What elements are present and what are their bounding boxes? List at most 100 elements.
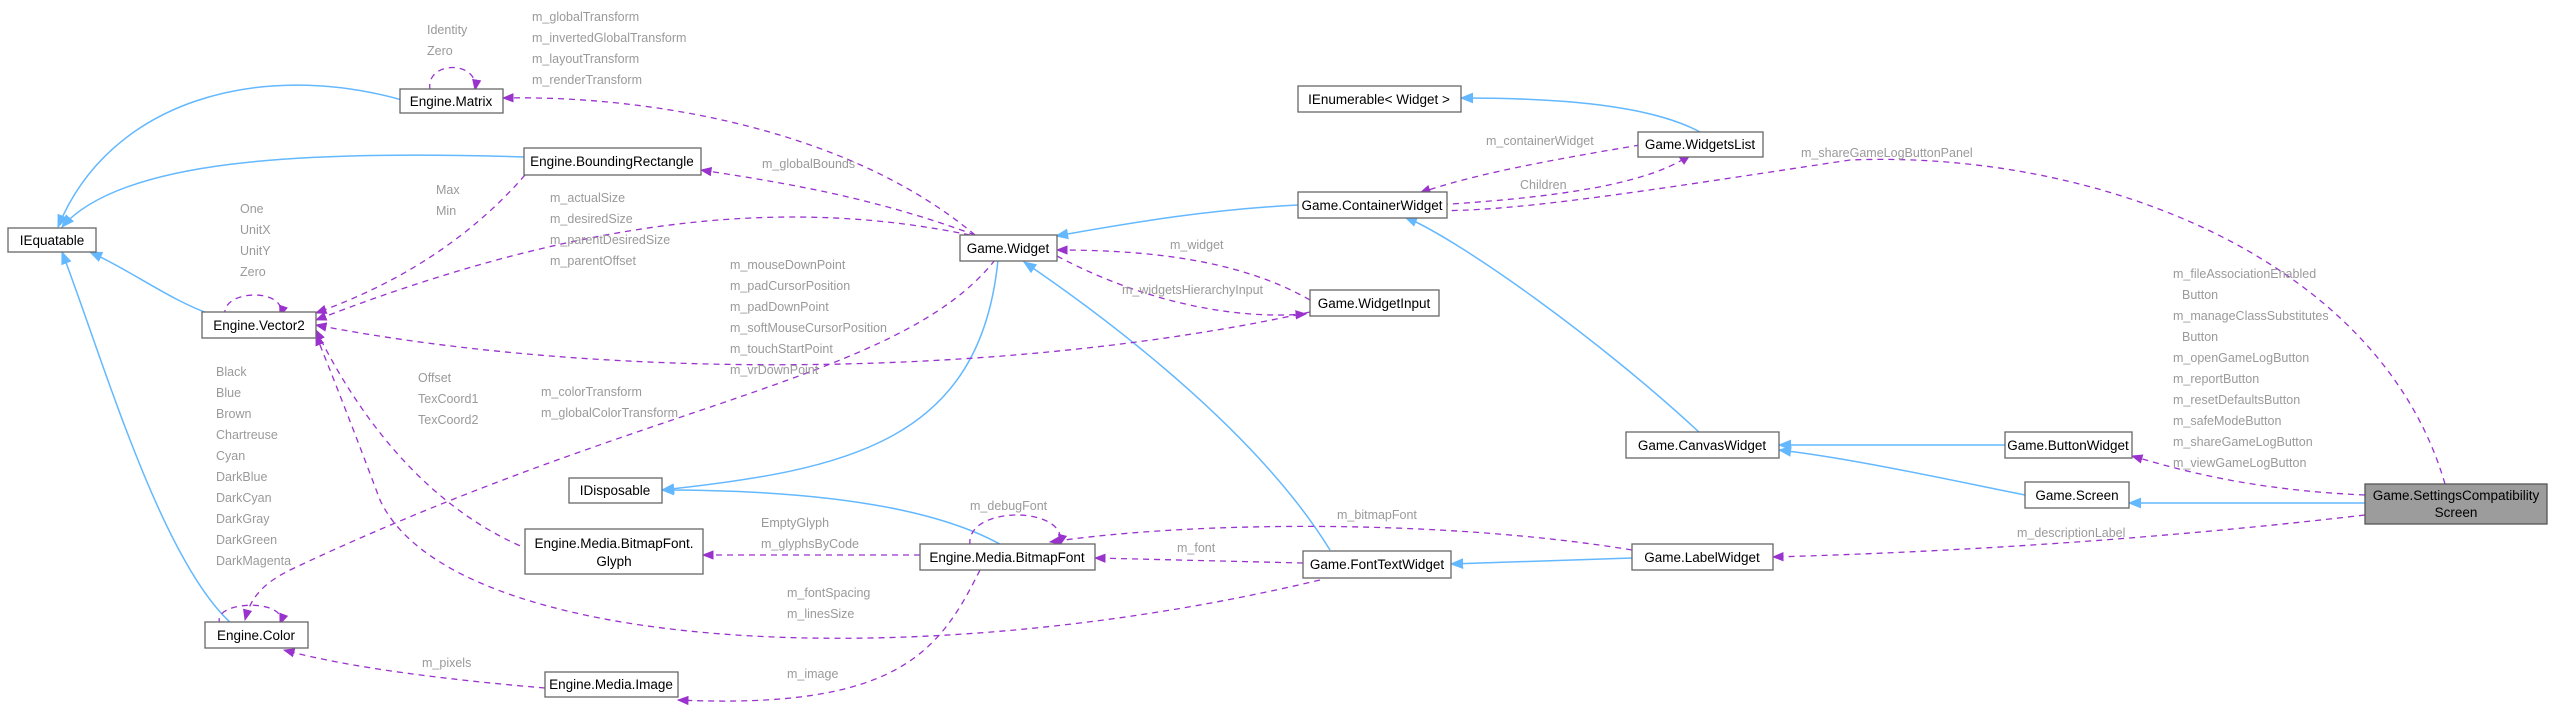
edge-label: m_debugFont [970, 499, 1048, 513]
edge-widgetslist-ienumerable [1459, 92, 1701, 133]
svg-text:Game.LabelWidget: Game.LabelWidget [1644, 550, 1760, 565]
node-engine-color[interactable]: Engine.Color [204, 621, 309, 649]
svg-text:Game.Screen: Game.Screen [2035, 488, 2118, 503]
edge-label: DarkCyan [216, 491, 272, 505]
svg-text:Engine.Color: Engine.Color [217, 628, 296, 643]
edge-label: m_reportButton [2173, 372, 2259, 386]
svg-text:IEquatable: IEquatable [20, 233, 85, 248]
inheritance-edges [57, 84, 2365, 625]
svg-text:Game.WidgetsList: Game.WidgetsList [1645, 137, 1756, 152]
svg-text:Game.ButtonWidget: Game.ButtonWidget [2007, 438, 2129, 453]
edge-container-widgetslist [1419, 154, 1691, 207]
edge-label: DarkBlue [216, 470, 267, 484]
edge-label: m_parentOffset [550, 254, 636, 268]
edge-label: Blue [216, 386, 241, 400]
edge-label: Black [216, 365, 247, 379]
edge-labels: Identity Zero m_globalTransform m_invert… [216, 10, 2329, 681]
edge-bitmapfont-self [969, 514, 1068, 547]
node-game-buttonwidget[interactable]: Game.ButtonWidget [2004, 431, 2133, 459]
edge-label: m_shareGameLogButtonPanel [1801, 146, 1973, 160]
edge-label: DarkMagenta [216, 554, 291, 568]
edge-label: m_colorTransform [541, 385, 642, 399]
node-game-widget[interactable]: Game.Widget [959, 234, 1058, 262]
svg-text:Game.ContainerWidget: Game.ContainerWidget [1301, 198, 1442, 213]
edge-label: m_image [787, 667, 838, 681]
node-game-canvaswidget[interactable]: Game.CanvasWidget [1625, 431, 1780, 459]
svg-text:IEnumerable< Widget >: IEnumerable< Widget > [1308, 92, 1450, 107]
edge-label: m_padCursorPosition [730, 279, 850, 293]
edge-label: m_descriptionLabel [2017, 526, 2125, 540]
edge-label: m_glyphsByCode [761, 537, 859, 551]
node-game-fonttextwidget[interactable]: Game.FontTextWidget [1302, 550, 1452, 579]
edge-label: Cyan [216, 449, 245, 463]
svg-text:Game.SettingsCompatibility: Game.SettingsCompatibility [2373, 488, 2540, 503]
node-game-screen[interactable]: Game.Screen [2024, 481, 2130, 509]
edge-label: m_widgetsHierarchyInput [1122, 283, 1264, 297]
edge-label: Button [2182, 288, 2218, 302]
edge-color-iequatable [61, 250, 233, 625]
svg-text:Engine.BoundingRectangle: Engine.BoundingRectangle [530, 154, 694, 169]
edge-bitmapfont-idisposable [660, 484, 1011, 551]
node-idisposable[interactable]: IDisposable [568, 477, 663, 504]
node-engine-media-image[interactable]: Engine.Media.Image [544, 671, 679, 698]
node-engine-bitmapfont-glyph[interactable]: Engine.Media.BitmapFont. Glyph [524, 528, 704, 575]
edge-widgetinput-vector2 [314, 311, 1311, 366]
edge-label: Zero [427, 44, 453, 58]
edge-label: m_parentDesiredSize [550, 233, 670, 247]
edge-label: m_manageClassSubstitutes [2173, 309, 2329, 323]
node-game-labelwidget[interactable]: Game.LabelWidget [1631, 543, 1774, 571]
svg-text:Game.CanvasWidget: Game.CanvasWidget [1638, 438, 1767, 453]
node-game-widgetinput[interactable]: Game.WidgetInput [1309, 289, 1440, 317]
edge-bitmapfont-image [676, 569, 981, 706]
edge-label: m_globalColorTransform [541, 406, 678, 420]
edge-canvas-container [1403, 216, 1701, 434]
edge-image-color [282, 648, 546, 689]
edge-fonttext-widget [1022, 261, 1331, 551]
edge-label: m_globalBounds [762, 157, 855, 171]
edge-label: m_bitmapFont [1337, 508, 1417, 522]
node-engine-matrix[interactable]: Engine.Matrix [399, 88, 504, 114]
edge-label: m_openGameLogButton [2173, 351, 2309, 365]
edge-label: Children [1520, 178, 1567, 192]
edge-widget-boundingrect [699, 166, 976, 236]
edge-widgetslist-container [1418, 144, 1641, 194]
edge-label: Max [436, 183, 460, 197]
svg-text:Game.Widget: Game.Widget [967, 241, 1050, 256]
edge-widgetinput-widget [1055, 245, 1311, 301]
edge-label: m_layoutTransform [532, 52, 639, 66]
edge-label: EmptyGlyph [761, 516, 829, 530]
svg-text:IDisposable: IDisposable [580, 483, 651, 498]
edge-label: m_fontSpacing [787, 586, 870, 600]
edge-label: m_actualSize [550, 191, 625, 205]
edge-label: m_viewGameLogButton [2173, 456, 2306, 470]
node-ienumerable-widget[interactable]: IEnumerable< Widget > [1297, 85, 1462, 113]
node-engine-vector2[interactable]: Engine.Vector2 [201, 311, 317, 339]
edge-label: m_softMouseCursorPosition [730, 321, 887, 335]
edge-label: Identity [427, 23, 468, 37]
edge-label: Chartreuse [216, 428, 278, 442]
node-engine-bounding-rectangle[interactable]: Engine.BoundingRectangle [523, 147, 702, 176]
node-engine-media-bitmapfont[interactable]: Engine.Media.BitmapFont [919, 543, 1096, 571]
edge-widget-matrix [501, 93, 976, 236]
edge-label: m_touchStartPoint [730, 342, 833, 356]
edge-label: m_linesSize [787, 607, 854, 621]
svg-text:Game.FontTextWidget: Game.FontTextWidget [1310, 557, 1445, 572]
edge-screen-canvas [1777, 445, 2026, 496]
node-iequatable[interactable]: IEquatable [7, 227, 97, 253]
node-game-settingscompatibilityscreen[interactable]: Game.SettingsCompatibility Screen [2364, 483, 2548, 525]
node-game-widgetslist[interactable]: Game.WidgetsList [1637, 131, 1764, 158]
edge-label: m_shareGameLogButton [2173, 435, 2313, 449]
usage-edges [218, 67, 2446, 706]
edge-label: Offset [418, 371, 452, 385]
edge-label: m_pixels [422, 656, 471, 670]
edge-label: m_fileAssociationEnabled [2173, 267, 2316, 281]
svg-text:Engine.Matrix: Engine.Matrix [410, 94, 493, 109]
edge-label: One [240, 202, 264, 216]
svg-text:Engine.Media.BitmapFont: Engine.Media.BitmapFont [929, 550, 1085, 565]
svg-text:Engine.Vector2: Engine.Vector2 [213, 318, 305, 333]
svg-text:Engine.Media.Image: Engine.Media.Image [549, 677, 673, 692]
edge-label: m_safeModeButton [2173, 414, 2281, 428]
edge-label: m_vrDownPoint [730, 363, 819, 377]
node-game-containerwidget[interactable]: Game.ContainerWidget [1297, 191, 1448, 219]
edge-widget-color [243, 259, 996, 622]
